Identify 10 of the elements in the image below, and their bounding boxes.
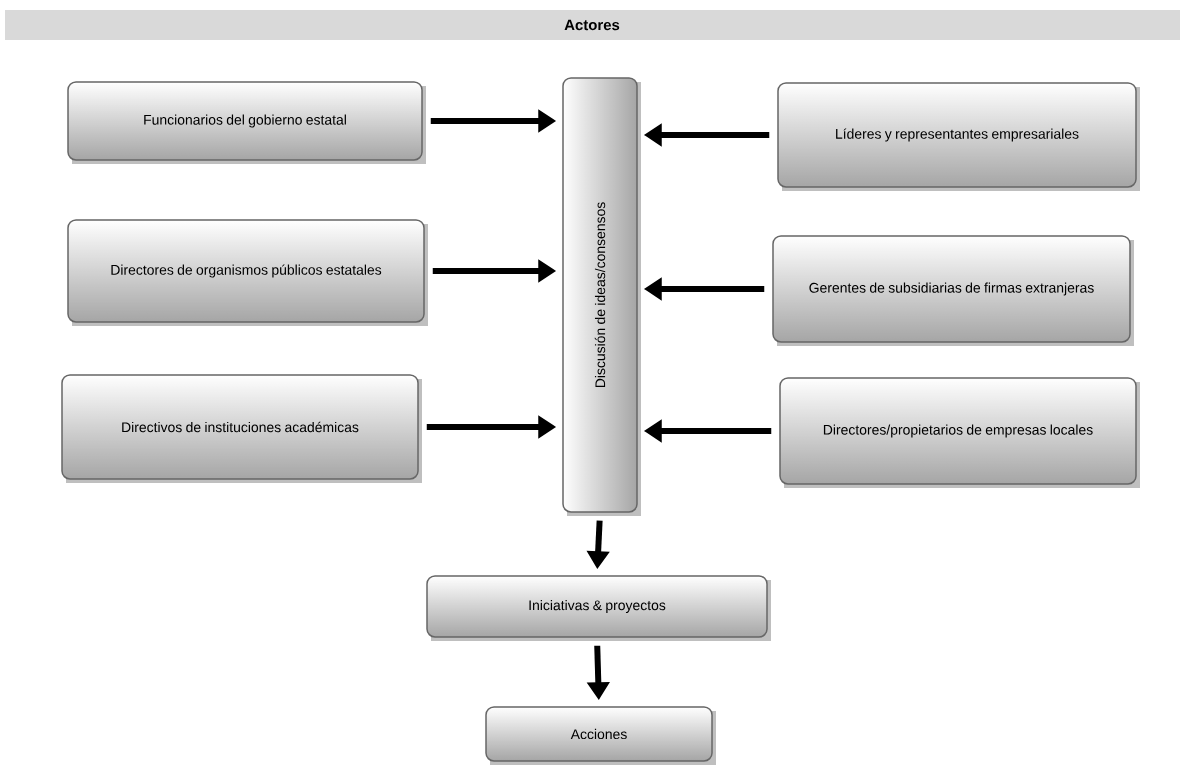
process-box: Iniciativas & proyectos	[426, 575, 771, 641]
process-box: Directores de organismos públicos estatales	[67, 219, 428, 326]
process-box: Líderes y representantes empresariales	[777, 82, 1140, 191]
process-box: Directivos de instituciones académicas	[61, 374, 422, 483]
title-band: Actores	[5, 10, 1180, 40]
process-box: Discusión de ideas/consensos	[562, 77, 641, 516]
process-box: Acciones	[485, 706, 716, 765]
process-box: Gerentes de subsidiarias de firmas extranjeras	[772, 235, 1134, 346]
process-box: Funcionarios del gobierno estatal	[67, 81, 426, 164]
process-box: Directores/propietarios de empresas locales	[779, 377, 1140, 488]
